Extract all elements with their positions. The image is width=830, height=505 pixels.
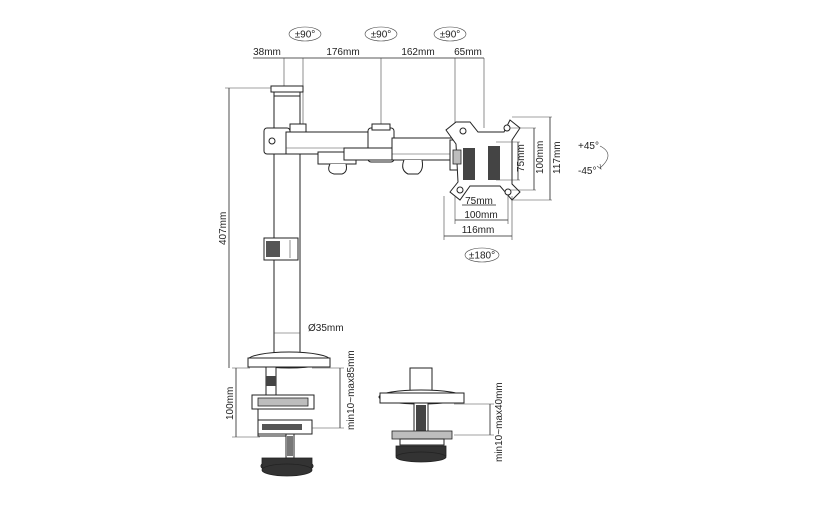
vesa-height-dimensions: 75mm 100mm 117mm xyxy=(496,116,563,201)
dim-100mm-clamp: 100mm xyxy=(225,387,236,420)
grommet-mount xyxy=(378,367,465,463)
grommet-dimensions: min10~max40mm xyxy=(454,382,505,462)
dim-38mm: 38mm xyxy=(253,47,281,58)
rotation-badge-bottom: ±180° xyxy=(464,247,500,263)
rotation-label-elbow: ±90° xyxy=(371,30,392,41)
dim-diameter-35mm: Ø35mm xyxy=(308,323,344,334)
rotation-badge-head: ±90° xyxy=(433,26,467,42)
dim-162mm: 162mm xyxy=(401,47,434,58)
rotation-label-head: ±90° xyxy=(440,30,461,41)
vesa-plate xyxy=(445,119,521,201)
desk-clamp xyxy=(247,351,331,477)
clamp-dimensions: 100mm min10~max85mm xyxy=(225,350,357,438)
dim-clamp-range: min10~max85mm xyxy=(346,350,357,430)
tilt-down-label: -45° xyxy=(578,166,596,177)
rotation-label-pole: ±90° xyxy=(295,30,316,41)
dim-vesa-75mm-height: 75mm xyxy=(516,144,527,172)
height-dimension: 407mm xyxy=(218,87,276,368)
rotation-label-bottom: ±180° xyxy=(469,251,495,262)
dim-vesa-75mm-width: 75mm xyxy=(465,196,493,207)
dim-176mm: 176mm xyxy=(326,47,359,58)
dim-65mm: 65mm xyxy=(454,47,482,58)
dim-vesa-100mm-width: 100mm xyxy=(464,210,497,221)
dim-vesa-100mm-height: 100mm xyxy=(535,141,546,174)
vesa-width-dimensions: 75mm 100mm 116mm xyxy=(443,196,513,240)
arm xyxy=(263,123,455,175)
rotation-badge-pole: ±90° xyxy=(288,26,322,42)
dim-407mm: 407mm xyxy=(218,212,229,245)
dim-plate-116mm-width: 116mm xyxy=(462,225,495,236)
top-dimension-line: 38mm 176mm 162mm 65mm xyxy=(253,47,485,132)
tilt-indicator: +45° -45° xyxy=(578,141,609,177)
dim-grommet-range: min10~max40mm xyxy=(494,382,505,462)
tilt-up-label: +45° xyxy=(578,141,599,152)
rotation-badge-elbow: ±90° xyxy=(364,26,398,42)
dim-plate-117mm-height: 117mm xyxy=(552,141,563,174)
